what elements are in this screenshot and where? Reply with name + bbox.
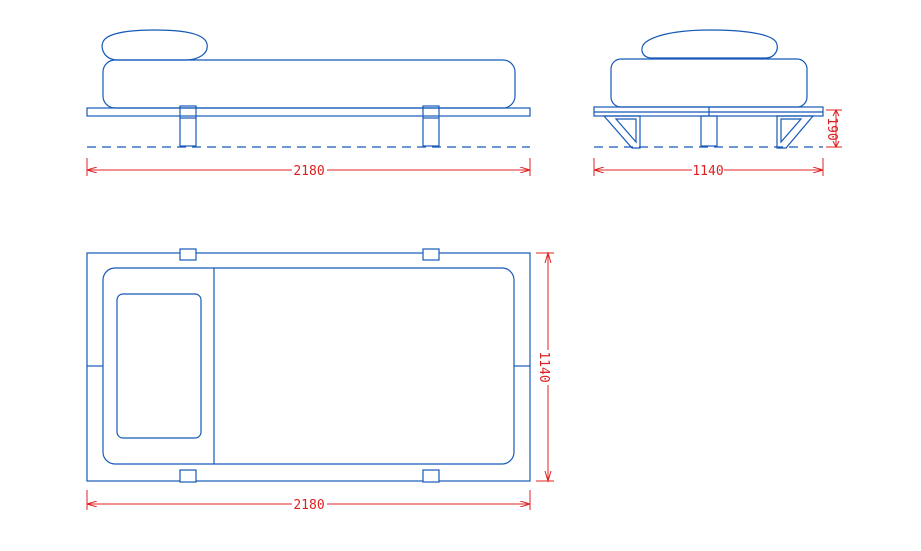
dim-front-height-text: 190 — [824, 117, 839, 140]
side-frame-rail — [86, 107, 531, 117]
plan-leg-bottom-right — [422, 469, 440, 483]
front-mattress — [610, 58, 808, 108]
side-leg-right — [422, 105, 440, 147]
front-elevation — [593, 29, 824, 149]
plan-pillow — [116, 293, 202, 439]
dim-front-width-text: 1140 — [692, 164, 723, 179]
front-leg-center — [700, 115, 718, 147]
plan-leg-top-right — [422, 248, 440, 261]
front-leg-left — [602, 115, 641, 149]
side-mattress — [102, 59, 516, 109]
front-pillow — [641, 29, 778, 59]
plan-frame-outer — [86, 252, 531, 482]
dim-plan-width-text: 1140 — [536, 351, 551, 382]
dim-plan-length-text: 2180 — [293, 498, 324, 513]
side-leg-left — [179, 105, 197, 147]
plan-view — [86, 248, 531, 483]
front-leg-right — [776, 115, 815, 149]
dim-plan-length — [86, 490, 531, 510]
dim-side-length — [86, 158, 531, 176]
plan-mattress — [102, 267, 515, 465]
plan-leg-top-left — [179, 248, 197, 261]
side-pillow — [101, 29, 208, 61]
dim-side-length-text: 2180 — [293, 164, 324, 179]
dim-plan-width — [536, 251, 554, 483]
dim-front-width — [593, 158, 824, 176]
side-elevation — [86, 29, 531, 148]
plan-leg-bottom-left — [179, 469, 197, 483]
dim-front-height — [826, 108, 842, 149]
